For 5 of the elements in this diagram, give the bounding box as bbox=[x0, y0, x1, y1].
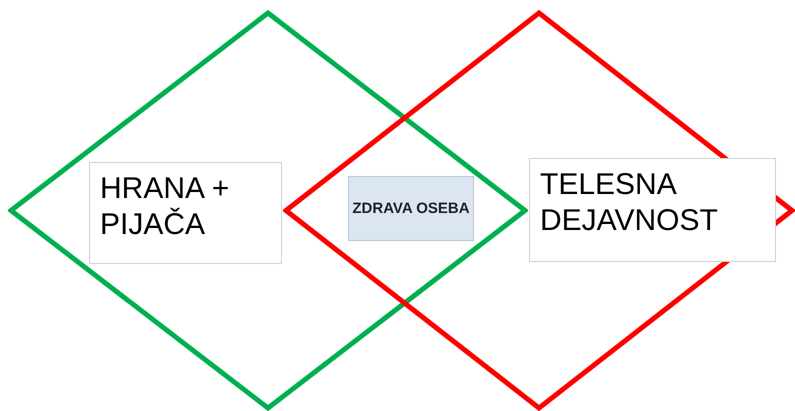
diamond-outline bbox=[283, 10, 795, 411]
diamond-outline bbox=[8, 10, 528, 411]
label-box: TELESNA DEJAVNOST bbox=[529, 158, 776, 262]
label-box: HRANA + PIJAČA bbox=[89, 162, 282, 264]
center-label-box: ZDRAVA OSEBA bbox=[348, 176, 474, 241]
